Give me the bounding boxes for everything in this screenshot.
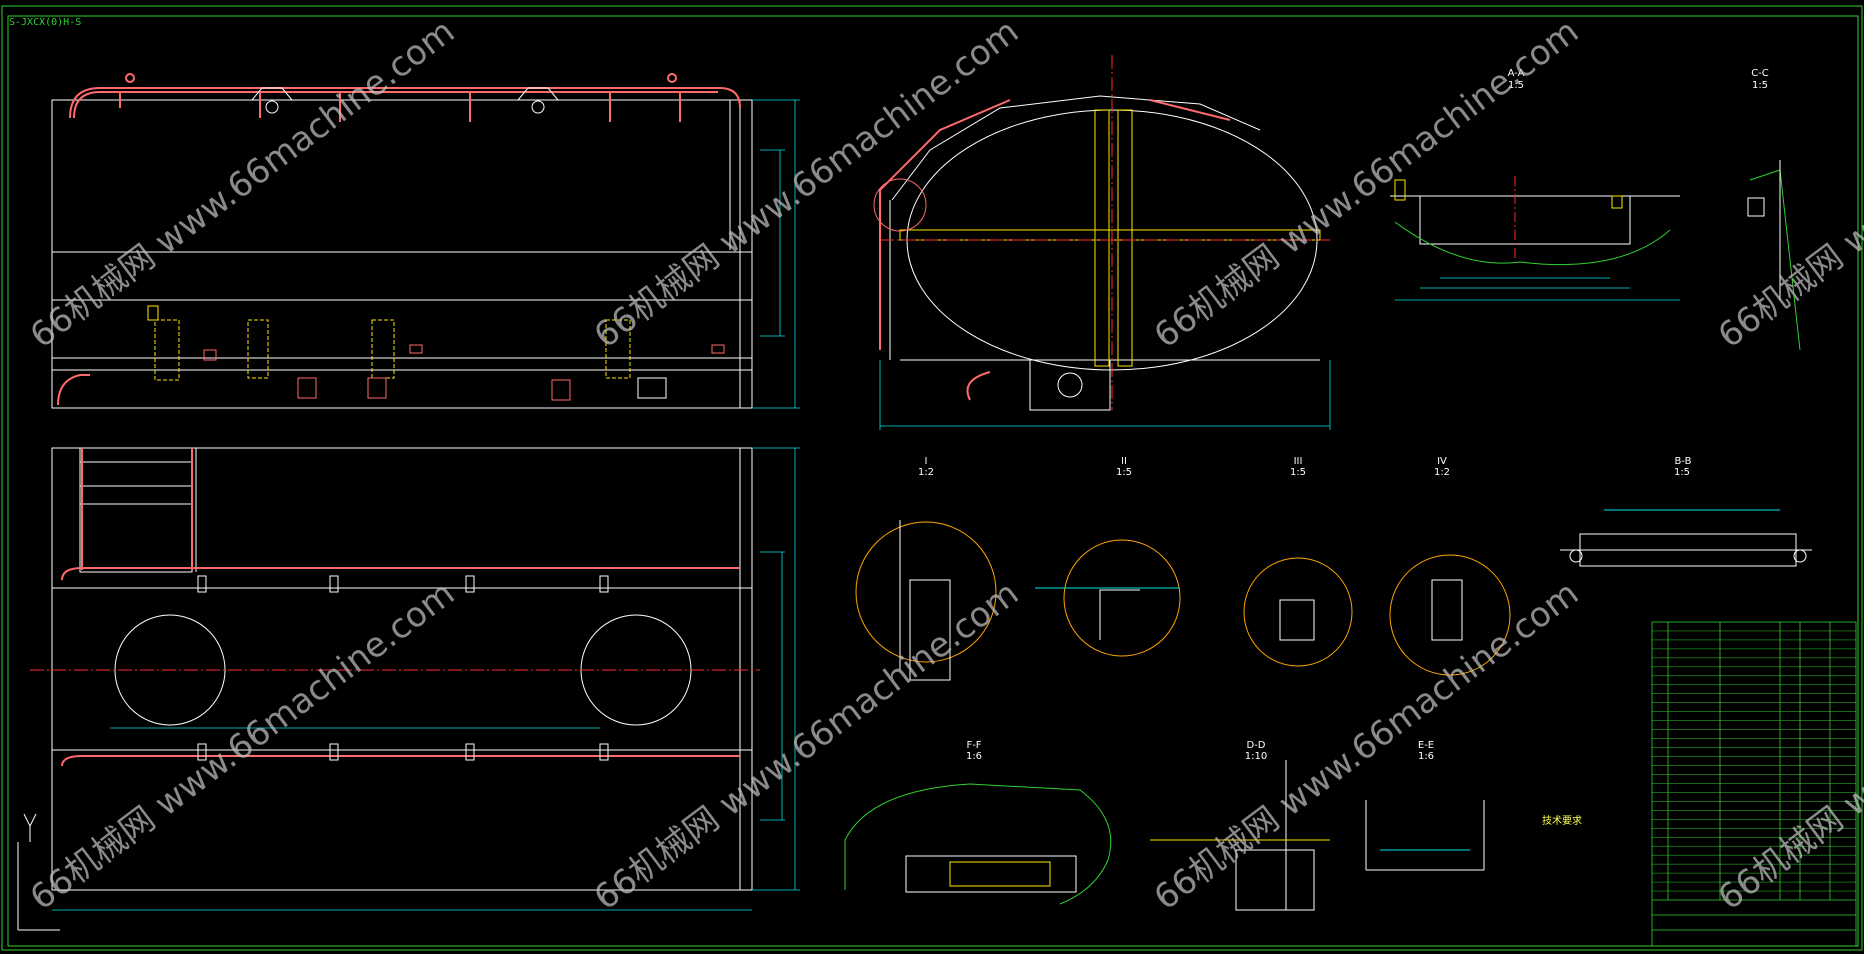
- section-aa-revolve: [1394, 221, 1671, 266]
- end-dimensions: [879, 360, 1331, 430]
- detail-3-scale: 1:5: [1289, 467, 1307, 478]
- section-ee-view: [1365, 800, 1485, 871]
- technical-notes-title: 技术要求: [1542, 816, 1582, 827]
- end-rail: [879, 99, 1231, 401]
- section-cc-scale: 1:5: [1751, 80, 1769, 91]
- section-bb-scale: 1:5: [1673, 467, 1691, 478]
- detail-3-view: [1243, 557, 1353, 667]
- section-cc-title: C-C: [1751, 68, 1769, 79]
- section-bb-view: [1560, 509, 1812, 567]
- side-dimensions: [752, 99, 800, 409]
- detail-2-view: [1035, 539, 1181, 657]
- side-fittings: [154, 319, 631, 381]
- side-elevation-view: [51, 99, 753, 409]
- detail-1-title: I: [924, 456, 928, 467]
- detail-1-view: [855, 520, 997, 681]
- plan-dimensions: [52, 447, 800, 911]
- section-aa-scale: 1:5: [1507, 80, 1525, 91]
- detail-2-scale: 1:5: [1115, 467, 1133, 478]
- section-aa-title: A-A: [1507, 68, 1525, 79]
- ucs-icon: [17, 813, 60, 931]
- section-dd-scale: 1:10: [1244, 751, 1268, 762]
- section-cc-view: [1747, 160, 1801, 351]
- section-ff-scale: 1:6: [965, 751, 983, 762]
- section-aa-view: [1390, 195, 1680, 245]
- side-small-parts: [147, 305, 725, 401]
- drawing-stamp: S-JXCX(0)H-S: [9, 17, 82, 28]
- section-dd-view: [1150, 760, 1330, 911]
- drawing-frame: [1, 5, 1863, 951]
- plan-clips: [197, 575, 609, 761]
- detail-3-title: III: [1293, 456, 1303, 467]
- plan-view: [51, 447, 753, 891]
- section-ff-view: [844, 783, 1112, 905]
- detail-4-view: [1389, 554, 1511, 676]
- side-handrail: [57, 73, 741, 406]
- detail-2-title: II: [1121, 456, 1127, 467]
- section-ff-title: F-F: [966, 740, 982, 751]
- section-dd-title: D-D: [1246, 740, 1266, 751]
- section-ee-title: E-E: [1417, 740, 1435, 751]
- detail-1-scale: 1:2: [917, 467, 935, 478]
- detail-4-title: IV: [1437, 456, 1447, 467]
- detail-4-scale: 1:2: [1433, 467, 1451, 478]
- section-bb-title: B-B: [1674, 456, 1692, 467]
- side-lugs: [251, 87, 559, 114]
- plan-handrails: [61, 448, 740, 767]
- section-ee-scale: 1:6: [1417, 751, 1435, 762]
- end-detail-circle: [873, 178, 927, 232]
- title-block: [1651, 621, 1857, 947]
